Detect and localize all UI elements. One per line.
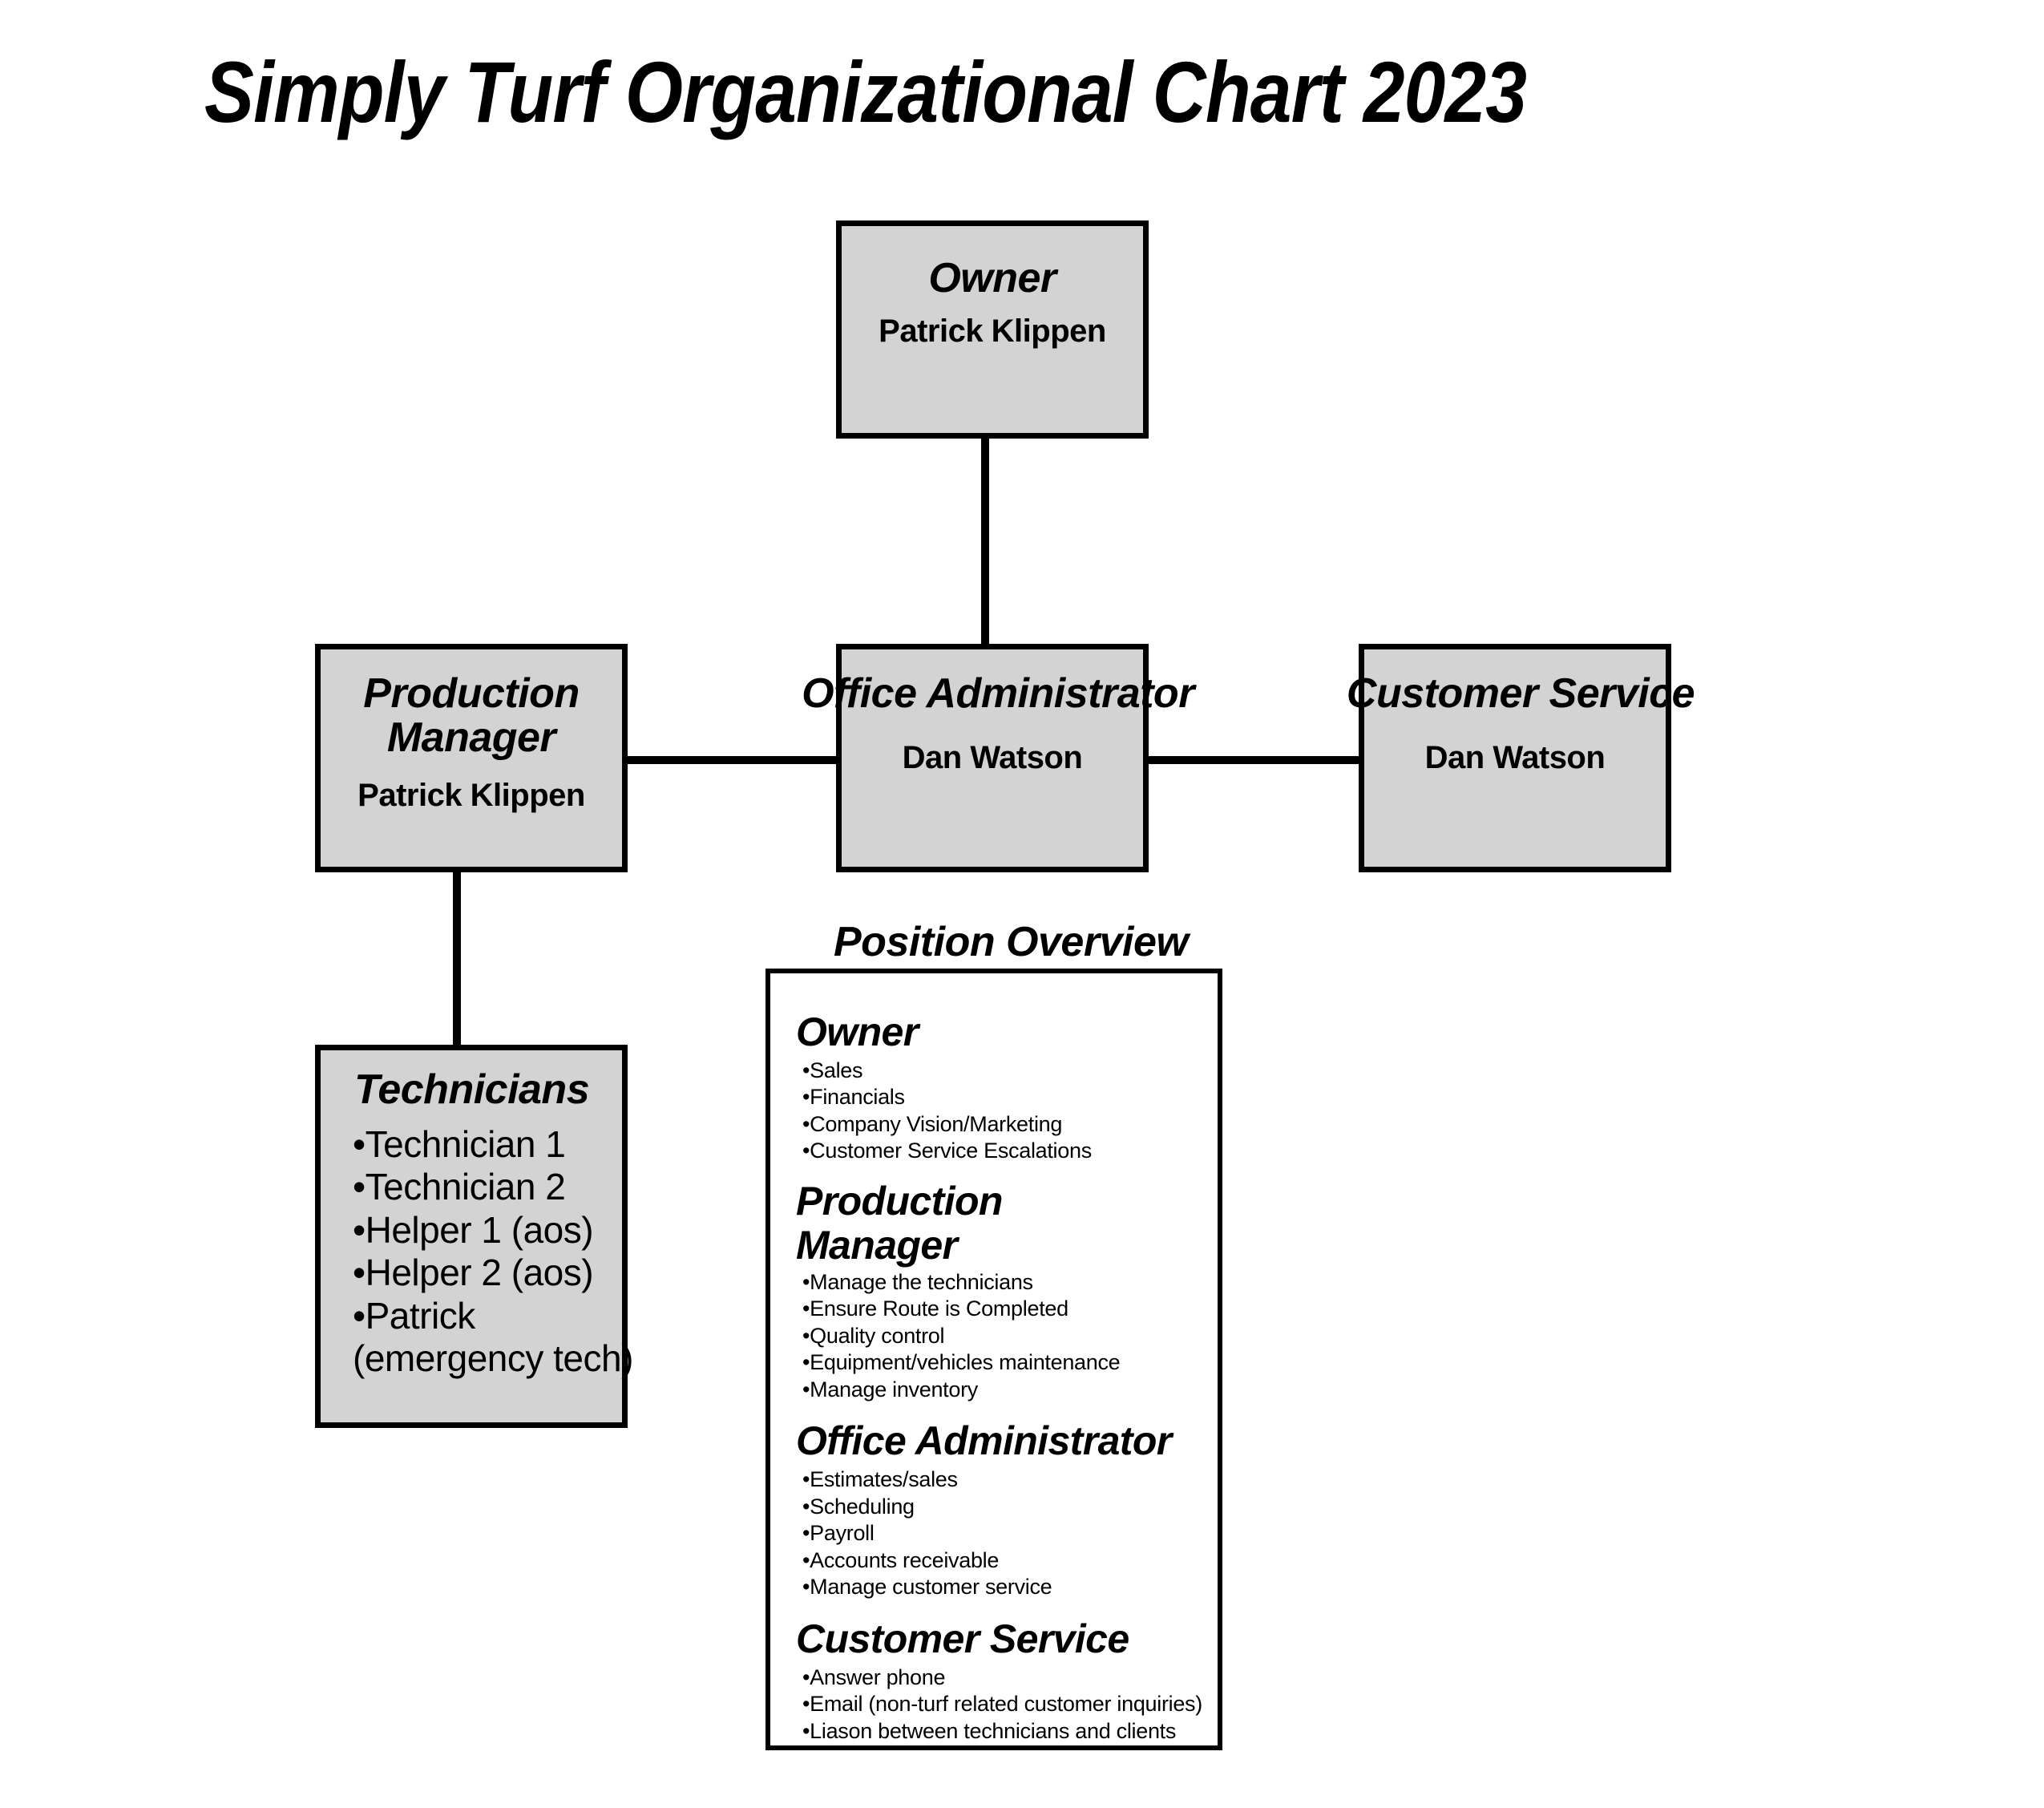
position-overview-panel: Owner •Sales •Financials •Company Vision… [765,969,1222,1750]
list-item: •Financials [802,1085,905,1110]
list-item: •Answer phone [802,1664,946,1689]
overview-office-administrator-list: •Estimates/sales •Scheduling •Payroll •A… [796,1466,1218,1600]
node-production-manager-title-line2: Manager [386,714,556,762]
overview-section-office-administrator: Office Administrator •Estimates/sales •S… [796,1419,1218,1600]
node-office-administrator[interactable]: Office Administrator Dan Watson [802,644,1194,872]
node-customer-service[interactable]: Customer Service Dan Watson [1347,644,1695,872]
overview-section-owner-heading: Owner [796,1009,919,1054]
list-item: •Helper 2 (aos) [353,1252,594,1294]
connector-owner-to-office-administrator [981,433,989,649]
connector-production-manager-to-technicians [453,868,461,1050]
page-title: Simply Turf Organizational Chart 2023 [204,43,1527,140]
overview-section-customer-service: Customer Service •Answer phone •Email (n… [796,1616,1218,1745]
node-office-administrator-title: Office Administrator [802,670,1194,717]
node-production-manager-name: Patrick Klippen [357,778,585,814]
node-owner[interactable]: Owner Patrick Klippen [836,220,1149,439]
overview-section-production-manager: Production Manager •Manage the technicia… [796,1178,1218,1403]
list-item: •Technician 1 [353,1123,566,1166]
list-item: •Accounts receivable [802,1547,1000,1572]
node-production-manager[interactable]: Production Manager Patrick Klippen [315,644,628,872]
node-technicians-title: Technicians [354,1066,590,1113]
list-item: •Liason between technicians and clients [802,1718,1177,1743]
overview-production-manager-list: •Manage the technicians •Ensure Route is… [796,1269,1218,1403]
node-customer-service-name: Dan Watson [1424,740,1606,776]
list-item: •Equipment/vehicles maintenance [802,1350,1121,1375]
node-customer-service-title: Customer Service [1346,670,1695,717]
overview-section-office-administrator-heading: Office Administrator [796,1418,1172,1464]
overview-section-production-manager-heading-line2: Manager [796,1222,958,1268]
list-item: •Email (non-turf related customer inquir… [802,1692,1202,1717]
overview-section-customer-service-heading: Customer Service [796,1616,1129,1661]
node-office-administrator-name: Dan Watson [902,740,1083,776]
list-item: •Manage inventory [802,1377,978,1402]
list-item: •Customer Service Escalations [802,1139,1092,1163]
list-item: •Estimates/sales [802,1467,958,1492]
position-overview-heading: Position Overview [834,919,1189,965]
overview-customer-service-list: •Answer phone •Email (non-turf related c… [796,1664,1218,1745]
list-item: •Sales [802,1058,863,1082]
list-item: •Manage customer service [802,1575,1052,1600]
list-item: •Manage the technicians [802,1269,1033,1294]
connector-office-administrator-to-customer-service [1143,756,1364,764]
node-technicians[interactable]: Technicians •Technician 1 •Technician 2 … [315,1045,633,1428]
technicians-list: •Technician 1 •Technician 2 •Helper 1 (a… [321,1123,633,1380]
list-item: •Company Vision/Marketing [802,1111,1063,1136]
node-production-manager-title-line1: Production [363,670,580,717]
list-item: •Scheduling [802,1494,915,1519]
list-item: •Patrick [353,1294,475,1337]
list-item: •Payroll [802,1521,875,1546]
node-owner-name: Patrick Klippen [879,313,1106,350]
list-item: •Ensure Route is Completed [802,1296,1068,1321]
list-item: •Quality control [802,1323,945,1348]
list-item: (emergency tech) [353,1337,633,1379]
list-item: •Helper 1 (aos) [353,1208,594,1251]
connector-production-manager-to-office-administrator [622,756,842,764]
overview-section-production-manager-heading-line1: Production [796,1178,1003,1224]
list-item: •Technician 2 [353,1166,566,1208]
overview-owner-list: •Sales •Financials •Company Vision/Marke… [796,1058,1218,1165]
overview-section-owner: Owner •Sales •Financials •Company Vision… [796,1010,1218,1165]
node-owner-title: Owner [928,255,1056,301]
